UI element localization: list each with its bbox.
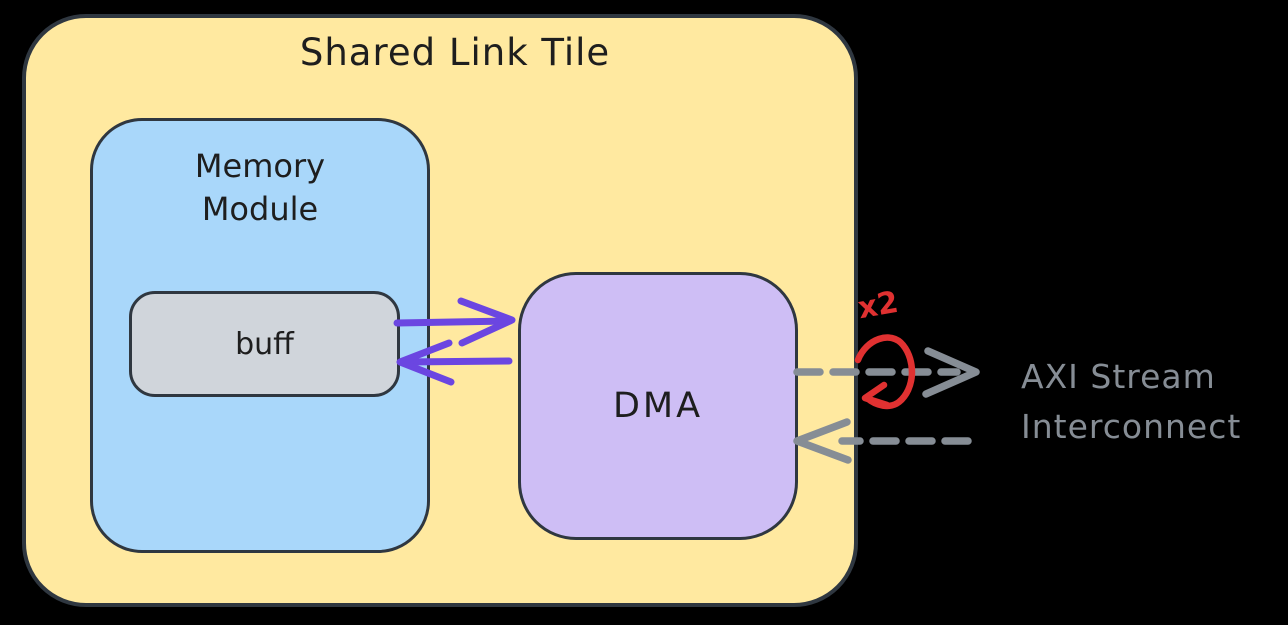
x2-annotation: x2 [855,284,901,327]
dma-node: DMA [518,272,798,540]
x2-loop-arrowhead [861,381,891,409]
buff-label: buff [235,326,294,362]
x2-loop-arrow [854,334,916,410]
shared-link-tile-title: Shared Link Tile [299,31,611,74]
dma-label: DMA [612,386,704,426]
memory-module-label: Memory Module [194,147,326,228]
dma-to-axi-arrowhead [922,347,980,398]
x2-loop-arc [854,334,916,410]
axi-stream-interconnect-label: AXI Stream Interconnect [1021,357,1242,446]
shared-link-tile-container: Shared Link Tile Memory Module buff DMA [22,14,858,607]
memory-module-node: Memory Module buff [90,118,430,553]
buff-node: buff [129,291,400,397]
